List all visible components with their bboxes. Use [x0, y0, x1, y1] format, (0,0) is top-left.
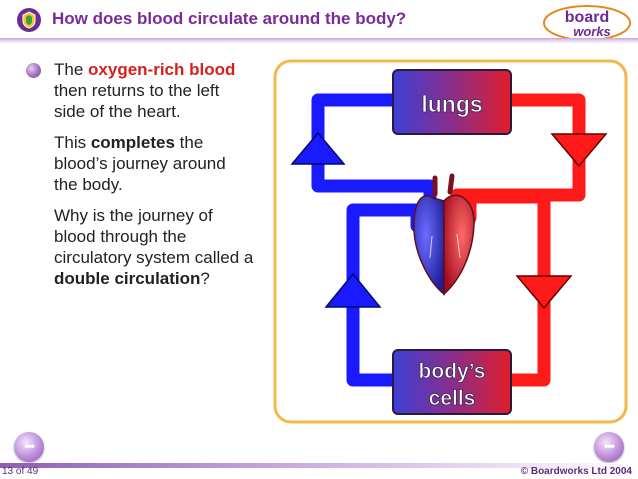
svg-text:works: works: [573, 24, 611, 39]
previous-slide-button[interactable]: •••: [14, 432, 44, 462]
lungs-label: lungs: [421, 91, 482, 117]
body-text: The oxygen-rich blood then returns to th…: [54, 59, 254, 299]
blue-arrow-up-lower: [324, 272, 382, 308]
boardworks-logo: board works: [543, 5, 631, 41]
paragraph-completes: This completes the blood’s journey aroun…: [54, 133, 226, 194]
paragraph-question: Why is the journey of blood through the …: [54, 206, 254, 288]
slide-title: How does blood circulate around the body…: [52, 9, 407, 28]
slide-header: How does blood circulate around the body…: [0, 0, 638, 44]
paragraph-oxygen-rich: The oxygen-rich blood then returns to th…: [54, 60, 236, 121]
red-arrow-down-upper: [550, 133, 608, 168]
header-rule: [0, 38, 638, 44]
boardworks-shield-icon: [17, 8, 41, 32]
next-slide-button[interactable]: •••: [594, 432, 624, 462]
body-cells-box: [392, 349, 512, 415]
bullet-icon: [26, 63, 41, 78]
svg-text:board: board: [565, 9, 609, 26]
double-circulation-diagram: lungs body’s cells: [273, 59, 628, 424]
lungs-box: [392, 69, 512, 135]
red-arrow-down-lower: [515, 275, 573, 310]
body-cells-label-line2: cells: [429, 387, 476, 410]
oxygen-rich-highlight: oxygen-rich blood: [88, 60, 236, 79]
copyright-notice: © Boardworks Ltd 2004: [520, 466, 632, 477]
footer-bar: [0, 463, 638, 468]
body-cells-label-line1: body’s: [419, 360, 486, 383]
heart-icon: [413, 173, 475, 296]
blue-arrow-up-upper: [290, 131, 346, 165]
page-number: 13 of 49: [2, 466, 39, 477]
